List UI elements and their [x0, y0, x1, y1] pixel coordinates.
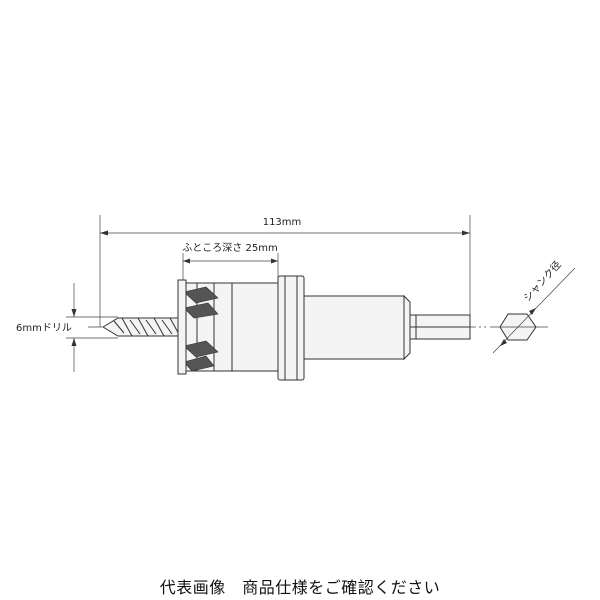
- drill-dimension: 6mmドリル: [16, 283, 118, 372]
- shank: [409, 314, 471, 340]
- collar: [277, 275, 305, 381]
- arbor-body: [303, 294, 411, 361]
- drill-bit: [102, 317, 184, 337]
- shank-section: シャンク径: [490, 258, 576, 354]
- shank-label: シャンク径: [521, 258, 564, 304]
- caption: 代表画像 商品仕様をご確認ください: [159, 578, 441, 597]
- cutting-depth-label: ふところ深さ 25mm: [182, 242, 277, 254]
- overall-length-dimension: 113mm: [99, 215, 471, 327]
- cutter-head: [177, 279, 279, 375]
- cutting-depth-dimension: ふところ深さ 25mm: [182, 242, 279, 285]
- drill-label: 6mmドリル: [16, 323, 72, 334]
- overall-length-label: 113mm: [263, 217, 302, 228]
